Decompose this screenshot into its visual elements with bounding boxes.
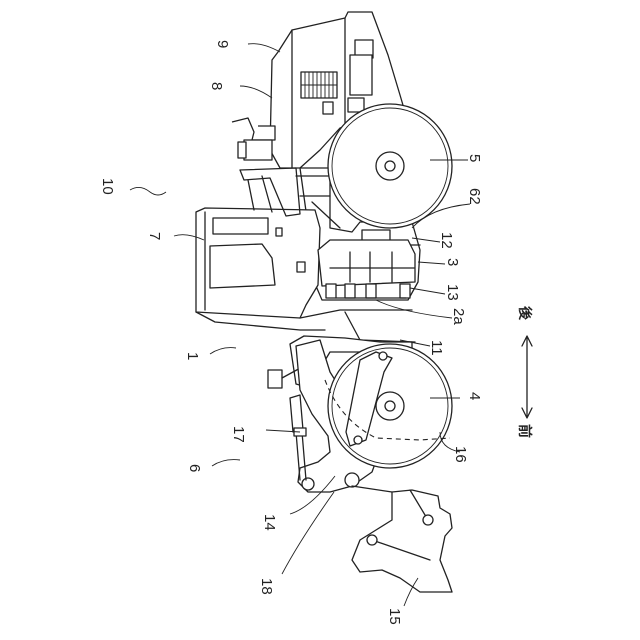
reference-numeral-1: 1 bbox=[184, 352, 201, 360]
rear-direction-label: 後 bbox=[517, 306, 533, 321]
reference-numeral-12: 12 bbox=[438, 232, 455, 249]
direction-indicator: 前 後 bbox=[517, 306, 533, 438]
wheel-loader-drawing bbox=[196, 12, 452, 592]
reference-numeral-9: 9 bbox=[214, 40, 231, 48]
reference-numeral-8: 8 bbox=[208, 82, 225, 90]
reference-numeral-6: 6 bbox=[186, 464, 203, 472]
reference-numeral-4: 4 bbox=[466, 392, 483, 400]
reference-numeral-11: 11 bbox=[428, 340, 445, 356]
front-direction-label: 前 bbox=[517, 424, 533, 438]
reference-numeral-2a: 2a bbox=[450, 308, 467, 325]
reference-numeral-16: 16 bbox=[452, 446, 469, 463]
bucket bbox=[352, 486, 452, 592]
reference-numeral-15: 15 bbox=[386, 608, 403, 625]
reference-numeral-14: 14 bbox=[261, 514, 278, 531]
grille bbox=[301, 72, 337, 98]
reference-numeral-3: 3 bbox=[444, 258, 461, 266]
exhaust-pipe bbox=[232, 118, 275, 160]
reference-numeral-5: 5 bbox=[466, 154, 483, 162]
reference-numeral-18: 18 bbox=[258, 578, 275, 595]
reference-numeral-13: 13 bbox=[444, 284, 461, 301]
reference-numeral-17: 17 bbox=[230, 426, 247, 443]
reference-numeral-10: 10 bbox=[99, 178, 116, 195]
rear-wheel bbox=[328, 104, 452, 228]
cab bbox=[196, 208, 325, 330]
reference-numeral-62: 62 bbox=[466, 188, 483, 205]
reference-numeral-7: 7 bbox=[146, 232, 163, 240]
